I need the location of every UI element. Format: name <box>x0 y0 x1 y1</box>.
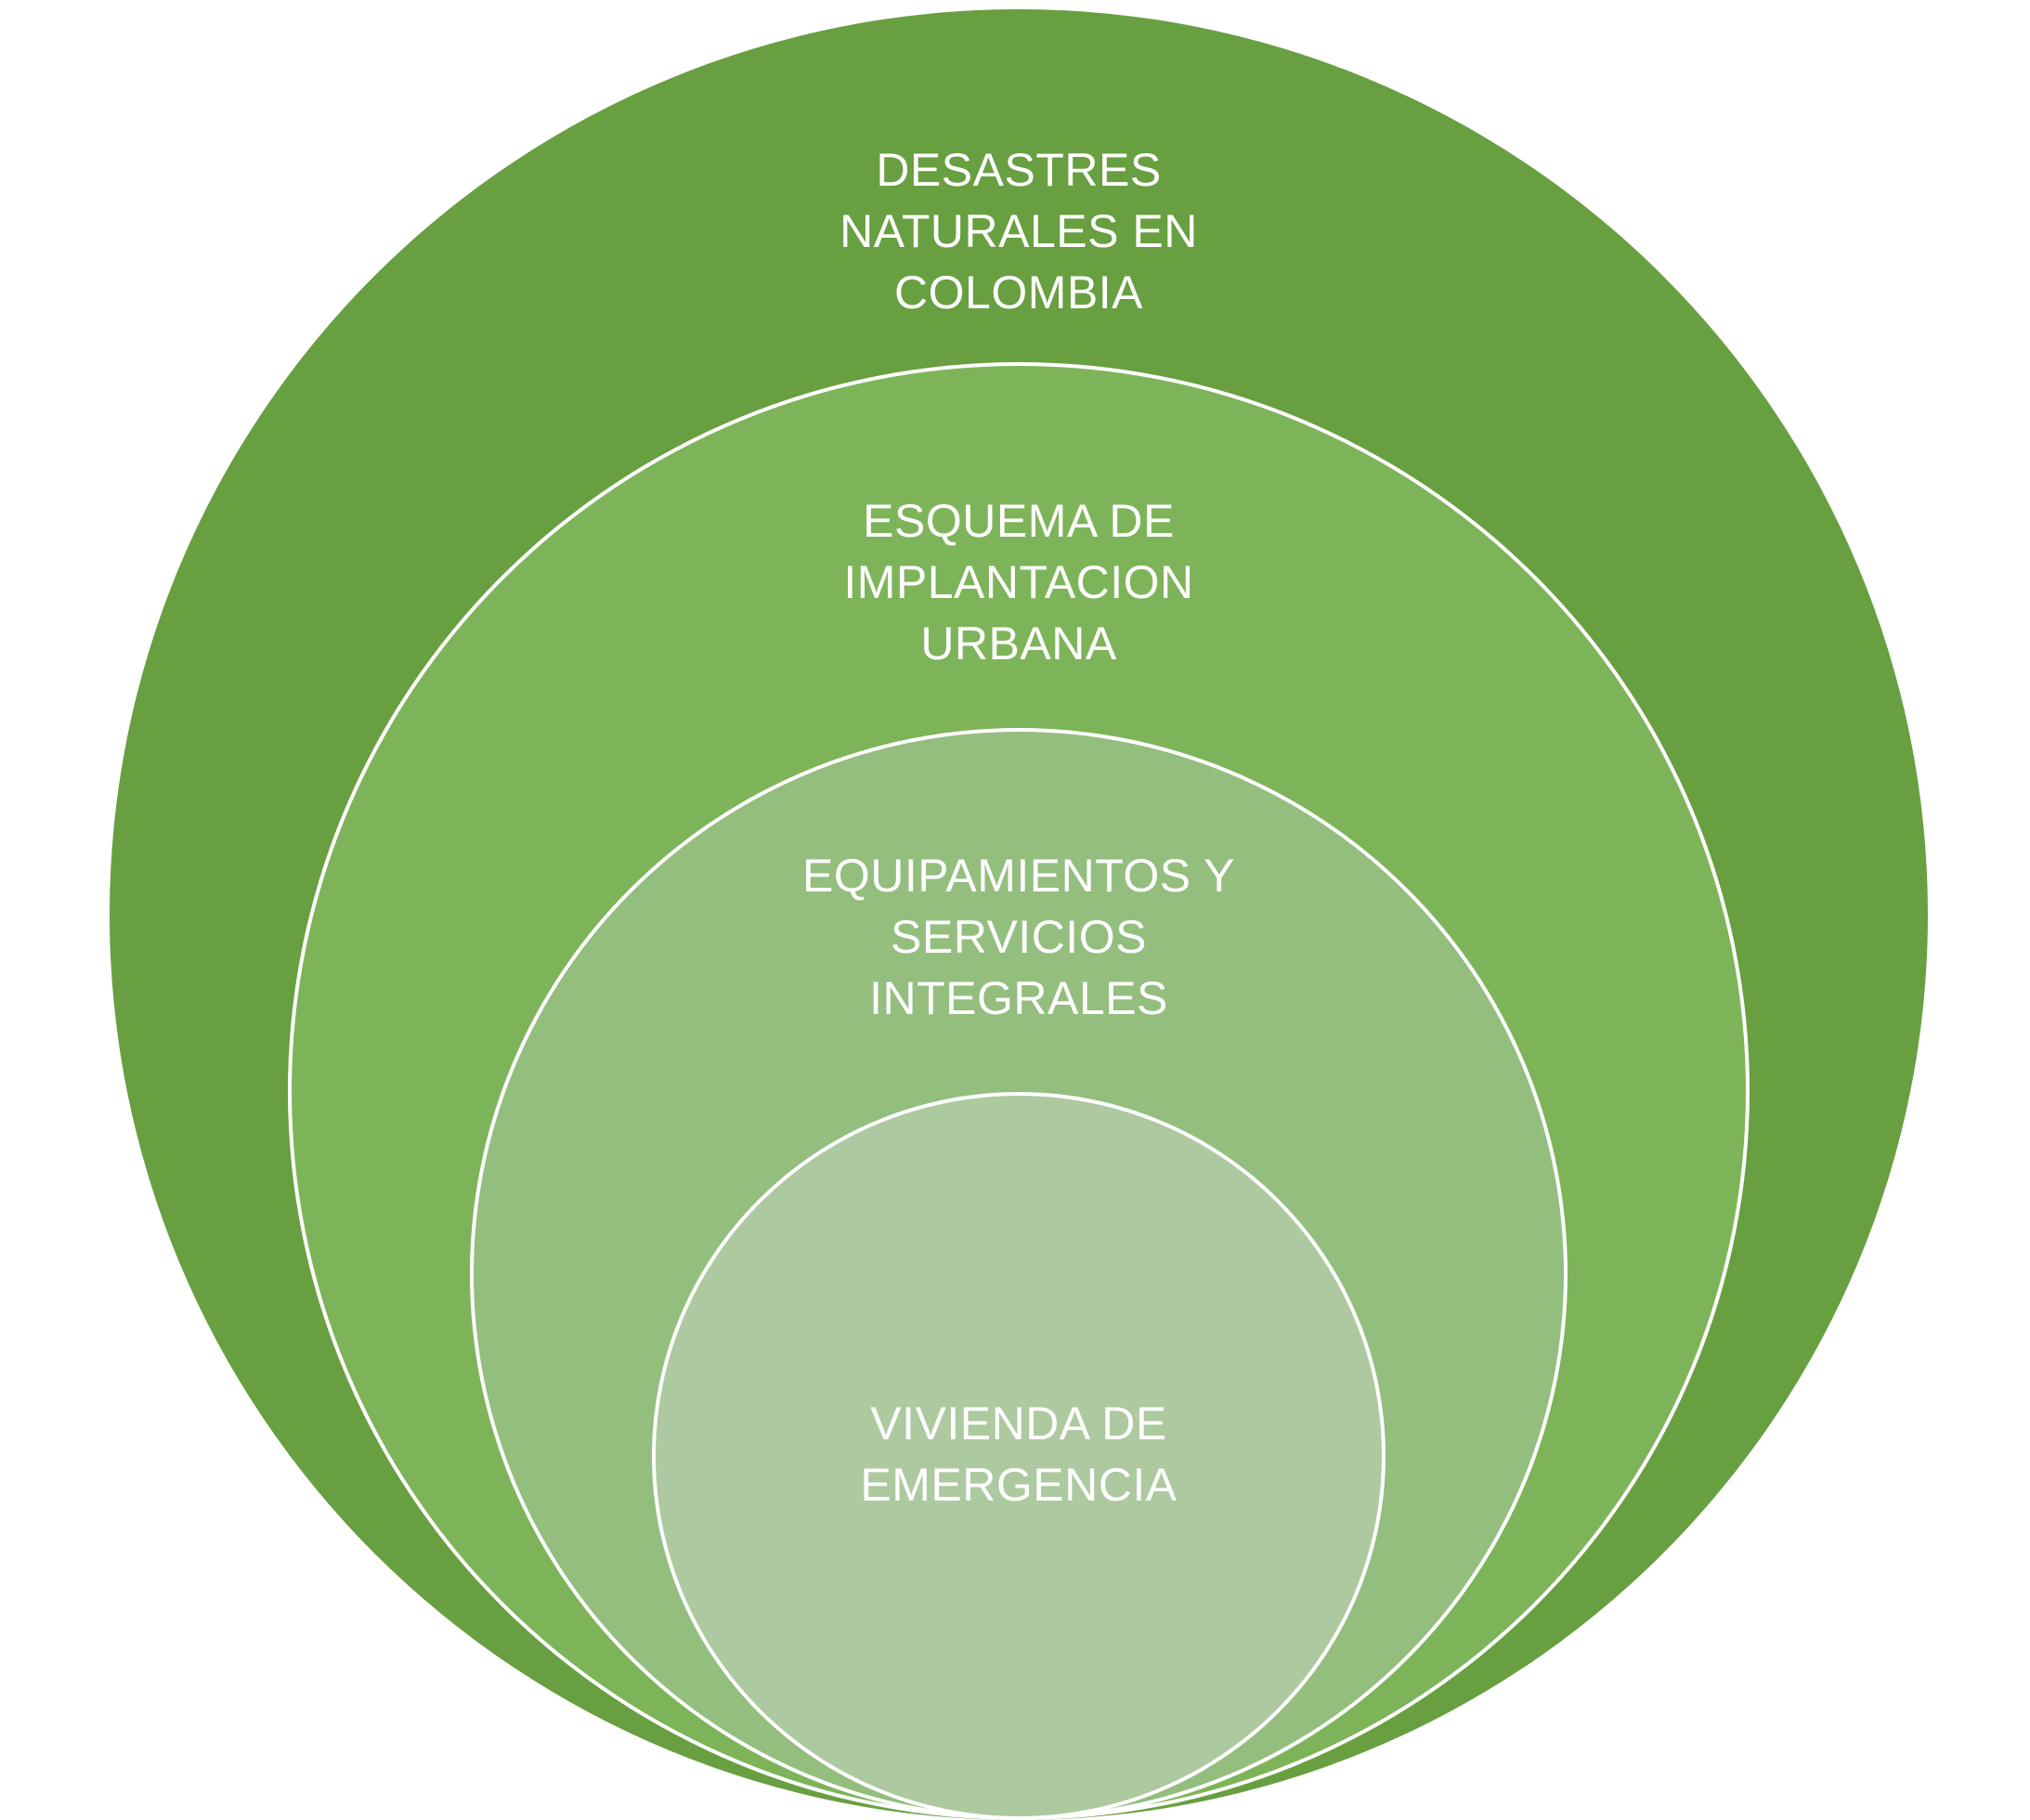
ring-label-line: VIVIENDA DE <box>870 1398 1167 1450</box>
ring-label-line: EMERGENCIA <box>860 1459 1178 1511</box>
ring-label-line: IMPLANTACION <box>843 556 1194 608</box>
ring-label-line: URBANA <box>920 618 1117 670</box>
ring-label-desastres-naturales: DESASTRES NATURALES EN COLOMBIA <box>110 139 1928 323</box>
ring-label-vivienda-emergencia: VIVIENDA DE EMERGENCIA <box>656 1393 1382 1515</box>
ring-vivienda-emergencia: VIVIENDA DE EMERGENCIA <box>652 1092 1386 1820</box>
ring-label-esquema-implantacion: ESQUEMA DE IMPLANTACION URBANA <box>292 490 1746 674</box>
ring-label-line: COLOMBIA <box>894 266 1143 318</box>
ring-label-line: EQUIPAMIENTOS Y <box>802 850 1235 902</box>
ring-label-line: SERVICIOS <box>891 911 1147 963</box>
ring-label-line: NATURALES EN <box>839 205 1198 257</box>
ring-label-equipamientos-servicios: EQUIPAMIENTOS Y SERVICIOS INTEGRALES <box>474 845 1564 1029</box>
ring-label-line: INTEGRALES <box>869 972 1168 1024</box>
ring-label-line: DESASTRES <box>876 144 1162 196</box>
ring-label-line: ESQUEMA DE <box>863 495 1175 547</box>
